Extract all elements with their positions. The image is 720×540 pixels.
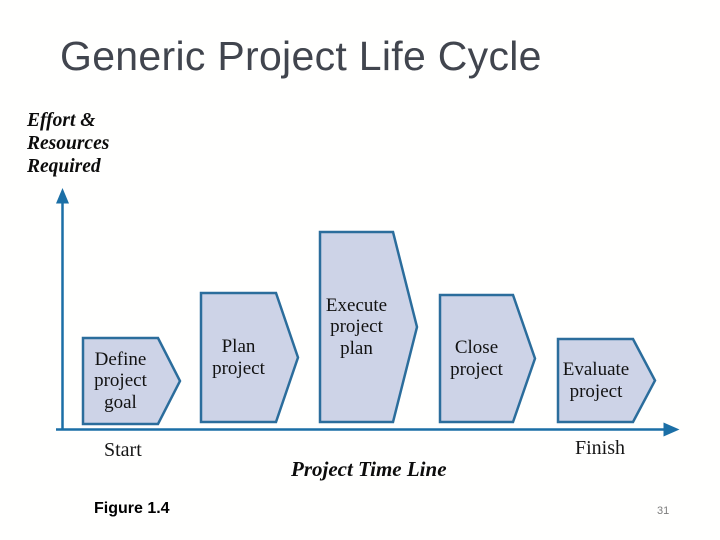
phase-label-execute-project-plan: Execute project plan bbox=[325, 294, 388, 359]
phase-label-close-project: Close project bbox=[450, 337, 503, 380]
phase-shape-evaluate-project bbox=[556, 337, 657, 424]
phase-label-plan-project: Plan project bbox=[212, 336, 265, 379]
phase-label-define-project-goal: Define project goal bbox=[94, 348, 147, 413]
y-axis-arrowhead-icon bbox=[56, 188, 69, 204]
phase-shape-execute-project-plan bbox=[318, 230, 419, 424]
phase-shape-plan-project bbox=[199, 291, 300, 424]
x-axis-arrowhead-icon bbox=[663, 422, 680, 437]
x-axis-start-label: Start bbox=[104, 439, 142, 461]
slide-title: Generic Project Life Cycle bbox=[60, 33, 542, 79]
y-axis-label: Effort & Resources Required bbox=[27, 110, 110, 177]
x-axis-timeline-label: Project Time Line bbox=[291, 457, 447, 481]
figure-caption: Figure 1.4 bbox=[94, 500, 170, 517]
x-axis-finish-label: Finish bbox=[575, 437, 626, 459]
slide-page-number: 31 bbox=[657, 505, 670, 517]
phase-shape-define-project-goal bbox=[81, 336, 182, 426]
phase-label-evaluate-project: Evaluate project bbox=[562, 359, 630, 402]
phase-shape-close-project bbox=[438, 293, 537, 424]
